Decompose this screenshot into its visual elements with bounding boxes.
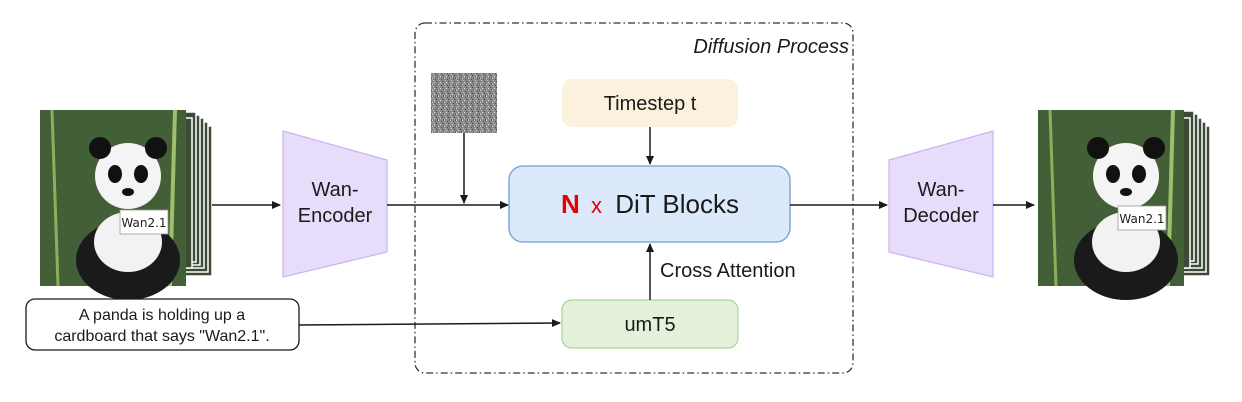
- text-prompt-line2: cardboard that says "Wan2.1".: [54, 328, 269, 345]
- output-sign-text: Wan2.1: [1119, 212, 1164, 226]
- input-sign-text: Wan2.1: [121, 216, 166, 230]
- timestep-box: [562, 79, 738, 127]
- wan-decoder-label-line2: Decoder: [903, 205, 979, 227]
- timestep-label: Timestep t: [604, 93, 697, 115]
- dit-multiplier: x: [591, 193, 602, 218]
- wan-encoder-block: [282, 130, 388, 278]
- dit-n-count: N: [561, 189, 580, 219]
- input-panda-frame: Wan2.1: [40, 109, 186, 300]
- output-panda-frame: Wan2.1: [1038, 109, 1184, 300]
- arrow-prompt-to-umt5: [298, 319, 561, 328]
- input-video-frames: Wan2.1: [40, 109, 213, 300]
- diffusion-process-title: Diffusion Process: [693, 36, 849, 58]
- wan-decoder-label-line1: Wan-: [917, 179, 964, 201]
- dit-blocks-text: DiT Blocks: [615, 189, 739, 219]
- wan-encoder-label-line1: Wan-: [311, 179, 358, 201]
- cross-attention-label: Cross Attention: [660, 260, 796, 282]
- wan-encoder-label-line2: Encoder: [298, 205, 373, 227]
- umt5-label: umT5: [624, 314, 675, 336]
- text-prompt-line1: A panda is holding up a: [79, 307, 245, 324]
- dit-blocks-box: [508, 165, 791, 243]
- diffusion-process-boundary: [414, 22, 854, 374]
- output-video-frames: Wan2.1: [1038, 109, 1211, 300]
- noise-image: [431, 73, 497, 133]
- wan-decoder-block: [888, 130, 994, 278]
- dit-blocks-label: N x DiT Blocks: [561, 189, 739, 219]
